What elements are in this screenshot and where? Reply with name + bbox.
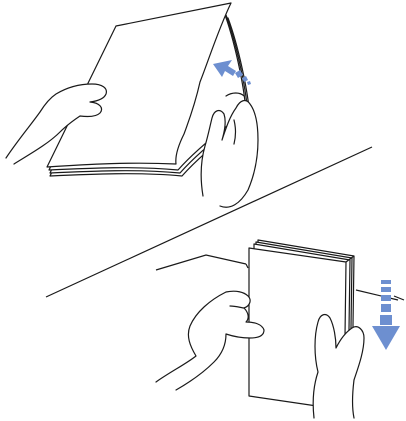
align-paper-panel xyxy=(156,240,404,418)
tray-right-edge xyxy=(356,290,404,300)
fan-paper-panel xyxy=(6,3,258,207)
left-hand-grip xyxy=(156,291,264,390)
tray-outline xyxy=(156,255,248,270)
arrow-down-icon xyxy=(372,280,400,350)
